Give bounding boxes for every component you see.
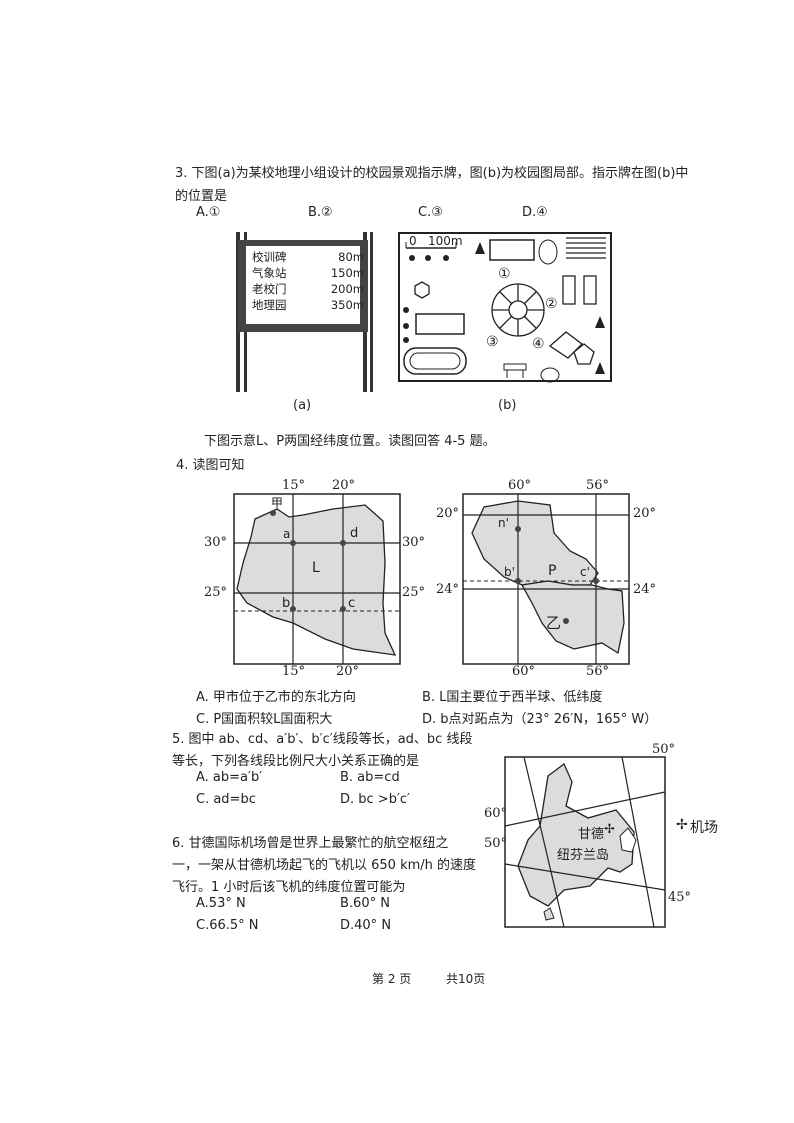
sign-row: 老校门 200m [252,281,364,297]
map-L-point-c: c [348,596,356,611]
q4-option-b: B. L国主要位于西半球、低纬度 [422,690,603,705]
map-L-lon-top-2: 20° [332,478,356,493]
scale-zero: 0 [409,234,417,248]
map-P-point-b: b' [504,565,515,579]
marker-3: ③ [486,334,499,350]
airport-symbol-icon: ✢ [604,822,615,837]
map-L-point-jia: 甲 [271,496,284,510]
q5-option-c: C. ad=bc [196,792,256,807]
sign-place-name: 老校门 [252,282,287,296]
map-N-lat-50-top: 50° [652,742,676,757]
map-P-lat-left-24: 24° [436,582,460,597]
q6-option-d: D.40° N [340,918,392,933]
sign-place-name: 校训碑 [252,250,287,264]
map-L-lon-top-1: 15° [282,478,306,493]
q3-stem-line2: 的位置是 [175,189,228,204]
q4-stem: 4. 读图可知 [176,458,245,473]
map-L-lon-bottom-2: 20° [336,664,360,679]
q3-option-c: C.③ [418,205,443,220]
marker-4: ④ [532,336,545,352]
map-P-point-c: c' [580,565,590,579]
q5-stem-line2: 等长，下列各线段比例尺大小关系正确的是 [172,754,420,769]
q5-stem-line1: 5. 图中 ab、cd、a′b′、b′c′线段等长，ad、bc 线段 [172,732,473,747]
map-P-lat-right-24: 24° [633,582,657,597]
map-L-point-a: a [283,527,291,541]
map-L-lat-left-25: 25° [204,585,228,600]
q3-option-b: B.② [308,205,333,220]
map-L-point-d: d [350,526,359,541]
sign-distance: 200m [330,282,364,296]
map-L-country-L: L [312,560,320,576]
q5-option-d: D. bc >b′c′ [340,792,411,807]
sign-row: 地理园 350m [252,297,364,313]
newfoundland-map [504,756,666,928]
q6-option-a: A.53° N [196,896,246,911]
scale-length: 100m [428,234,463,248]
airport-legend-label: 机场 [690,820,718,836]
marker-2: ② [545,296,558,312]
map-L-lat-left-30: 30° [204,535,228,550]
q6-option-c: C.66.5° N [196,918,259,933]
gander-city-label: 甘德 [578,827,605,842]
q6-stem-line2: 一，一架从甘德机场起飞的飞机以 650 km/h 的速度 [172,858,477,873]
map-L-lat-right-30: 30° [402,535,426,550]
map-P-lat-left-20: 20° [436,506,460,521]
map-P-lon-bottom-2: 56° [586,664,610,679]
q3-option-d: D.④ [522,205,548,220]
map-L-point-b: b [282,596,291,611]
q3-option-a: A.① [196,205,221,220]
map-N-lon-60: 60° [484,806,508,821]
q4-option-d: D. b点对跖点为（23° 26′N，165° W） [422,712,658,727]
map-P-lon-top-2: 56° [586,478,610,493]
sign-distance: 350m [330,298,364,312]
sign-place-name: 地理园 [252,298,287,312]
marker-1: ① [498,266,511,282]
q5-option-b: B. ab=cd [340,770,400,785]
sign-distance: 150m [330,266,364,280]
q5-option-a: A. ab=a′b′ [196,770,263,785]
map-P-point-n: n' [498,516,509,530]
map-P-lon-bottom-1: 60° [512,664,536,679]
page-number: 第 2 页 [372,972,412,986]
sign-row: 气象站 150m [252,265,364,281]
figure-b-caption: (b) [498,398,517,413]
q6-stem-line3: 飞行。1 小时后该飞机的纬度位置可能为 [172,880,406,895]
map-L-lon-bottom-1: 15° [282,664,306,679]
sign-distance: 80m [338,250,364,264]
map-P-city-yi: 乙 [546,614,562,632]
q4-option-c: C. P国面积较L国面积大 [196,712,333,727]
campus-map-figure [398,232,612,383]
map-P-lon-top-1: 60° [508,478,532,493]
map-L [233,493,401,665]
map-N-lat-45: 45° [668,890,692,905]
q6-option-b: B.60° N [340,896,390,911]
airport-legend-icon: ✢ [676,817,688,833]
sign-row: 校训碑 80m [252,249,364,265]
map-P-country-P: P [548,563,557,579]
map-P [462,493,630,665]
total-pages: 共10页 [446,972,486,986]
signboard-rows: 校训碑 80m 气象站 150m 老校门 200m 地理园 350m [252,249,364,313]
intro-questions-4-5: 下图示意L、P两国经纬度位置。读图回答 4-5 题。 [204,434,496,449]
q3-stem-line1: 3. 下图(a)为某校地理小组设计的校园景观指示牌，图(b)为校园图局部。指示牌… [175,166,689,181]
map-N-lat-50-left: 50° [484,836,508,851]
q6-stem-line1: 6. 甘德国际机场曾是世界上最繁忙的航空枢纽之 [172,836,449,851]
q4-option-a: A. 甲市位于乙市的东北方向 [196,690,356,705]
newfoundland-island-label: 纽芬兰岛 [557,848,610,863]
map-P-lat-right-20: 20° [633,506,657,521]
map-L-lat-right-25: 25° [402,585,426,600]
signboard-figure [236,232,373,392]
figure-a-caption: (a) [293,398,312,413]
sign-place-name: 气象站 [252,266,287,280]
